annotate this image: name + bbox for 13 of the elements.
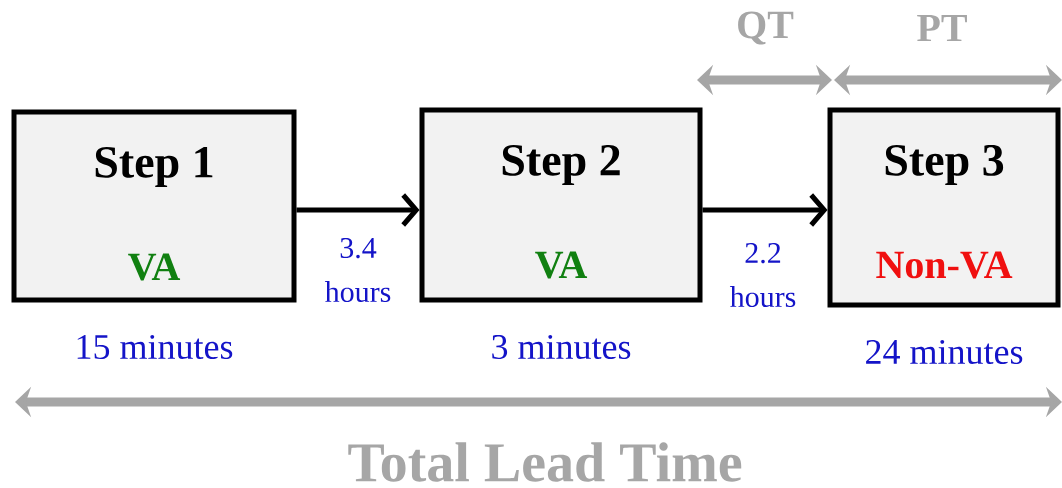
arrow xyxy=(296,193,420,227)
process-box: Step 2 VA xyxy=(419,107,703,303)
arrow xyxy=(702,193,828,227)
edge-label: 2.2 hours xyxy=(729,242,796,308)
dimension-label: Total Lead Time xyxy=(348,442,742,482)
process-box: Step 1 VA xyxy=(11,109,297,303)
duration-label: 24 minutes xyxy=(866,339,1023,365)
edge-label: 3.4 hours xyxy=(324,237,391,303)
dimension-label: PT xyxy=(917,14,967,42)
duration-label: 15 minutes xyxy=(77,334,233,360)
dimension-label: QT xyxy=(738,11,794,45)
process-box: Step 3 Non-VA xyxy=(827,107,1061,308)
duration-label: 3 minutes xyxy=(492,334,631,360)
